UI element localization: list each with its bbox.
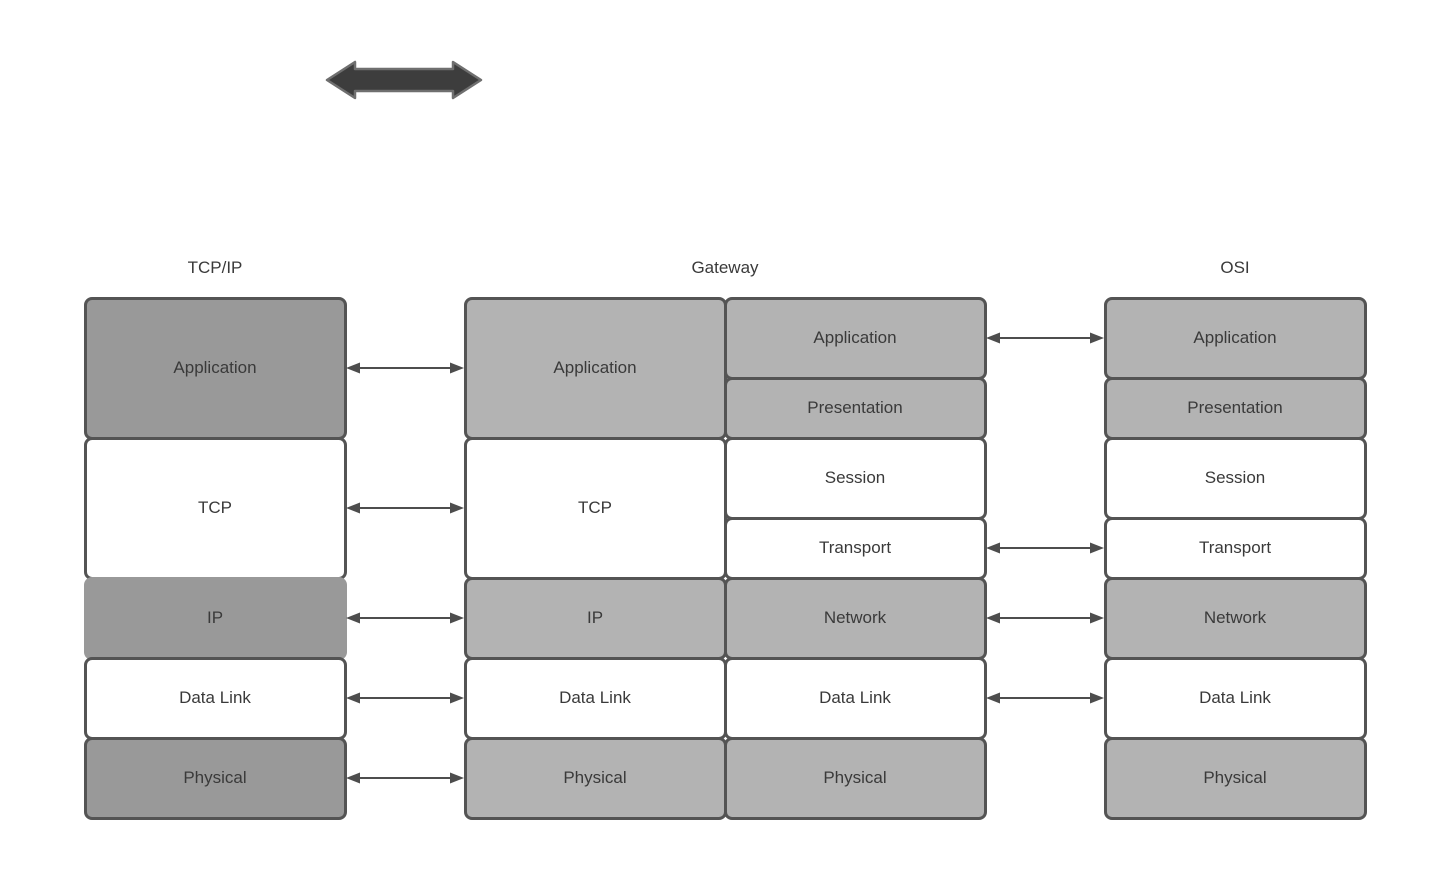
link-gateway-osi-network — [986, 612, 1104, 624]
layer-label: Network — [823, 608, 887, 627]
arrowhead-icon — [1090, 542, 1104, 554]
link-tcpip-gateway-application — [346, 362, 464, 374]
layer-label: Application — [1193, 328, 1277, 347]
arrowhead-icon — [450, 502, 464, 514]
gateway-right-layer-network: Network — [723, 576, 987, 660]
gateway-left-layer-data-link: Data Link — [463, 656, 727, 740]
osi-layer-data-link: Data Link — [1103, 656, 1367, 740]
arrowhead-icon — [450, 772, 464, 784]
tcpip-layer-physical: Physical — [83, 736, 347, 820]
osi-layer-session: Session — [1103, 436, 1367, 520]
layer-label: Data Link — [179, 688, 251, 707]
link-gateway-osi-transport — [986, 542, 1104, 554]
arrowhead-icon — [346, 692, 360, 704]
link-gateway-osi-data-link — [986, 692, 1104, 704]
link-tcpip-gateway-ip — [346, 612, 464, 624]
arrowhead-icon — [346, 612, 360, 624]
layer-label: Network — [1203, 608, 1267, 627]
gateway-right-layer-transport: Transport — [723, 516, 987, 580]
layer-label: TCP — [578, 498, 612, 517]
gateway-left-layer-application: Application — [463, 296, 727, 440]
gateway-right-layer-data-link: Data Link — [723, 656, 987, 740]
arrowhead-icon — [986, 692, 1000, 704]
layer-label: IP — [206, 608, 224, 627]
tcpip-layer-ip: IP — [83, 576, 347, 660]
layer-label: Transport — [1198, 538, 1272, 557]
arrowhead-icon — [450, 612, 464, 624]
layer-label: Physical — [823, 768, 887, 787]
gateway-right-layer-presentation: Presentation — [723, 376, 987, 440]
column-title-osi: OSI — [1220, 258, 1250, 277]
arrowhead-icon — [1090, 612, 1104, 624]
tcpip-layer-application: Application — [83, 296, 347, 440]
gateway-right-layer-session: Session — [723, 436, 987, 520]
arrowhead-icon — [986, 612, 1000, 624]
layer-label: Application — [553, 358, 637, 377]
layer-label: Data Link — [819, 688, 891, 707]
osi-layer-presentation: Presentation — [1103, 376, 1367, 440]
layer-label: Session — [1204, 468, 1266, 487]
arrowhead-icon — [1090, 692, 1104, 704]
arrowhead-icon — [346, 772, 360, 784]
layer-label: Session — [824, 468, 886, 487]
arrowhead-icon — [346, 502, 360, 514]
layer-label: Presentation — [1187, 398, 1283, 417]
osi-layer-network: Network — [1103, 576, 1367, 660]
layer-label: Transport — [818, 538, 892, 557]
layer-label: Physical — [1203, 768, 1267, 787]
layer-label: TCP — [198, 498, 232, 517]
link-gateway-osi-application — [986, 332, 1104, 344]
layer-label: Application — [173, 358, 257, 377]
gateway-left-layer-physical: Physical — [463, 736, 727, 820]
layer-label: Physical — [563, 768, 627, 787]
column-title-gateway: Gateway — [691, 258, 759, 277]
layer-label: IP — [586, 608, 604, 627]
arrowhead-icon — [450, 692, 464, 704]
layer-label: Application — [813, 328, 897, 347]
gateway-right-layer-application: Application — [723, 296, 987, 380]
link-tcpip-gateway-physical — [346, 772, 464, 784]
osi-layer-physical: Physical — [1103, 736, 1367, 820]
layer-label: Data Link — [559, 688, 631, 707]
arrowhead-icon — [1090, 332, 1104, 344]
gateway-right-layer-physical: Physical — [723, 736, 987, 820]
arrowhead-icon — [986, 332, 1000, 344]
arrowhead-icon — [346, 362, 360, 374]
link-tcpip-gateway-data-link — [346, 692, 464, 704]
layer-label: Physical — [183, 768, 247, 787]
arrowhead-icon — [986, 542, 1000, 554]
layer-label: Data Link — [1199, 688, 1271, 707]
link-tcpip-gateway-tcp — [346, 502, 464, 514]
layer-label: Presentation — [807, 398, 903, 417]
osi-layer-transport: Transport — [1103, 516, 1367, 580]
column-title-tcpip: TCP/IP — [187, 258, 243, 277]
gateway-left-layer-tcp: TCP — [463, 436, 727, 580]
arrowhead-icon — [450, 362, 464, 374]
tcpip-layer-tcp: TCP — [83, 436, 347, 580]
osi-layer-application: Application — [1103, 296, 1367, 380]
gateway-left-layer-ip: IP — [463, 576, 727, 660]
bidirectional-arrow-icon — [325, 60, 483, 100]
tcpip-layer-data-link: Data Link — [83, 656, 347, 740]
